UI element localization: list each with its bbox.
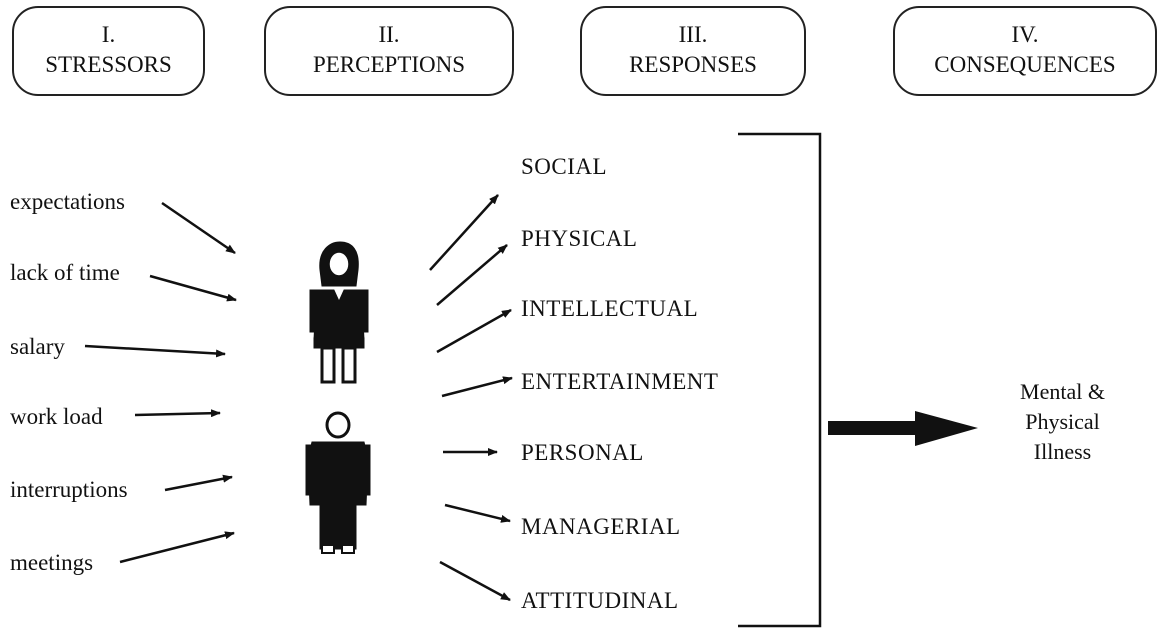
header-stressors-title: STRESSORS [45,52,172,77]
response-label: INTELLECTUAL [521,296,699,321]
response-label: ENTERTAINMENT [521,369,719,394]
header-stressors-number: I. [101,22,116,47]
stressor-arrow [164,474,233,492]
stressor-arrow [134,409,221,418]
woman-figure-icon [309,241,369,384]
big-arrow-icon [828,411,978,446]
header-perceptions-title: PERCEPTIONS [312,52,466,77]
stressor-label: salary [10,334,65,359]
consequence-line-2: Physical [1025,409,1100,434]
stressor-label: meetings [10,550,94,575]
header-responses-number: III. [678,22,708,47]
response-arrow [436,308,512,354]
response-label: MANAGERIAL [521,514,681,539]
header-responses: III. RESPONSES [580,6,806,96]
response-arrow [444,503,511,523]
header-stressors: I. STRESSORS [12,6,205,96]
responses-bracket [738,132,822,628]
header-perceptions: II. PERCEPTIONS [264,6,514,96]
stressor-label: work load [10,404,103,429]
header-responses-title: RESPONSES [629,52,757,77]
stressor-arrow [161,201,236,255]
response-arrow [439,560,511,602]
stressor-arrow [119,531,235,564]
header-consequences-title: CONSEQUENCES [934,52,1116,77]
man-figure-icon [305,411,371,554]
consequence-line-3: Illness [1033,439,1092,464]
consequence-line-1: Mental & [1020,379,1105,404]
response-label: SOCIAL [521,154,608,179]
stressor-arrow [84,344,226,358]
header-consequences-number: IV. [1011,22,1039,47]
response-label: ATTITUDINAL [521,588,679,613]
response-arrow [436,244,508,306]
stressor-label: interruptions [10,477,128,502]
header-perceptions-number: II. [378,22,400,47]
consequence-label: Mental & Physical Illness [990,377,1135,467]
response-arrow [429,194,499,271]
stressor-label: lack of time [10,260,120,285]
header-consequences: IV. CONSEQUENCES [893,6,1157,96]
response-arrow [441,376,513,398]
response-label: PHYSICAL [521,226,638,251]
stressor-arrow [149,274,237,302]
response-label: PERSONAL [521,440,644,465]
stressor-label: expectations [10,189,125,214]
